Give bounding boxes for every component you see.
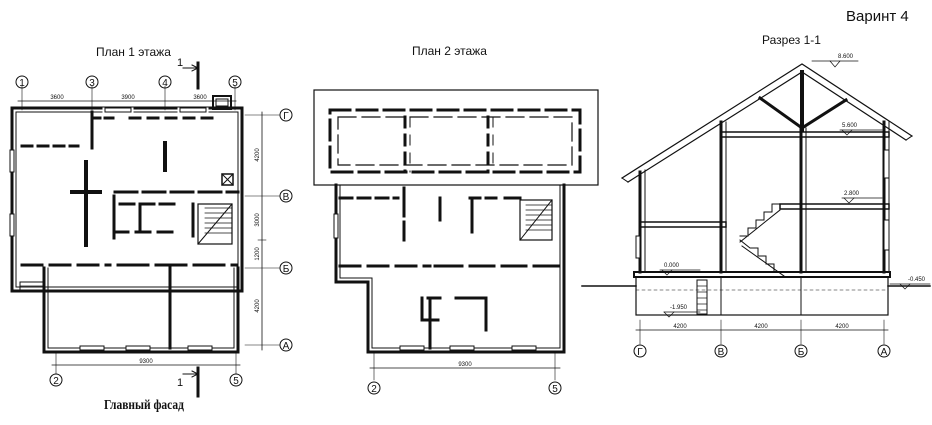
plan1-dim-right-4: 4200 bbox=[255, 299, 261, 313]
plan2-axis-bottom-1: 2 bbox=[371, 384, 377, 395]
plan1-axis-bottom-1: 2 bbox=[53, 376, 59, 387]
level-ridge: 8.600 bbox=[838, 54, 854, 60]
plan1-axis-top-1: 1 bbox=[19, 78, 25, 89]
level-basement: -1.950 bbox=[670, 305, 688, 311]
section-axis-4: А bbox=[881, 347, 888, 358]
section-axis-1: Г bbox=[637, 347, 643, 358]
plan1-axis-top-2: 3 bbox=[89, 78, 95, 89]
main-facade-caption: Главный фасад bbox=[104, 398, 184, 413]
plan1-axis-bottom-2: 5 bbox=[233, 376, 239, 387]
section-dim-2: 4200 bbox=[754, 324, 768, 330]
section-mark-bottom: 1 bbox=[177, 377, 183, 389]
plan1-dim-top-3: 3600 bbox=[193, 95, 207, 101]
plan1-axis-top-4: 5 bbox=[232, 78, 238, 89]
level-zero: 0.000 bbox=[664, 263, 680, 269]
section-title: Разрез 1-1 bbox=[762, 33, 821, 47]
plan1-title: План 1 этажа bbox=[96, 45, 171, 59]
section-axis-2: В bbox=[718, 347, 725, 358]
section-1-1-drawing bbox=[581, 60, 931, 358]
plan1-dim-bottom: 9300 bbox=[139, 359, 153, 365]
plan1-axis-right-4: А bbox=[283, 341, 290, 352]
plan1-dim-right-1: 4200 bbox=[255, 148, 261, 162]
plan2-axis-bottom-2: 5 bbox=[552, 384, 558, 395]
plan1-dim-right-3: 1200 bbox=[255, 247, 261, 261]
variant-label: Варинт 4 bbox=[846, 8, 909, 25]
level-second-floor: 2.800 bbox=[844, 191, 860, 197]
section-dim-3: 4200 bbox=[835, 324, 849, 330]
plan2-title: План 2 этажа bbox=[412, 44, 487, 58]
level-second-ceiling: 5.600 bbox=[842, 123, 858, 129]
section-dim-1: 4200 bbox=[673, 324, 687, 330]
plan2-dim-bottom: 9300 bbox=[458, 362, 472, 368]
plan1-axis-right-1: Г bbox=[283, 111, 289, 122]
plan1-dim-top-1: 3600 bbox=[50, 95, 64, 101]
plan1-axis-right-3: Б bbox=[283, 264, 290, 275]
level-ground: -0.450 bbox=[908, 277, 926, 283]
plan1-floor-plan bbox=[9, 61, 293, 398]
plan1-axis-top-3: 4 bbox=[162, 78, 168, 89]
plan1-dim-top-2: 3900 bbox=[121, 95, 135, 101]
plan1-dim-right-2: 3000 bbox=[255, 213, 261, 227]
section-mark-top: 1 bbox=[177, 57, 183, 69]
plan2-floor-plan bbox=[313, 89, 599, 395]
plan1-axis-right-2: В bbox=[283, 192, 290, 203]
section-axis-3: Б bbox=[798, 347, 805, 358]
